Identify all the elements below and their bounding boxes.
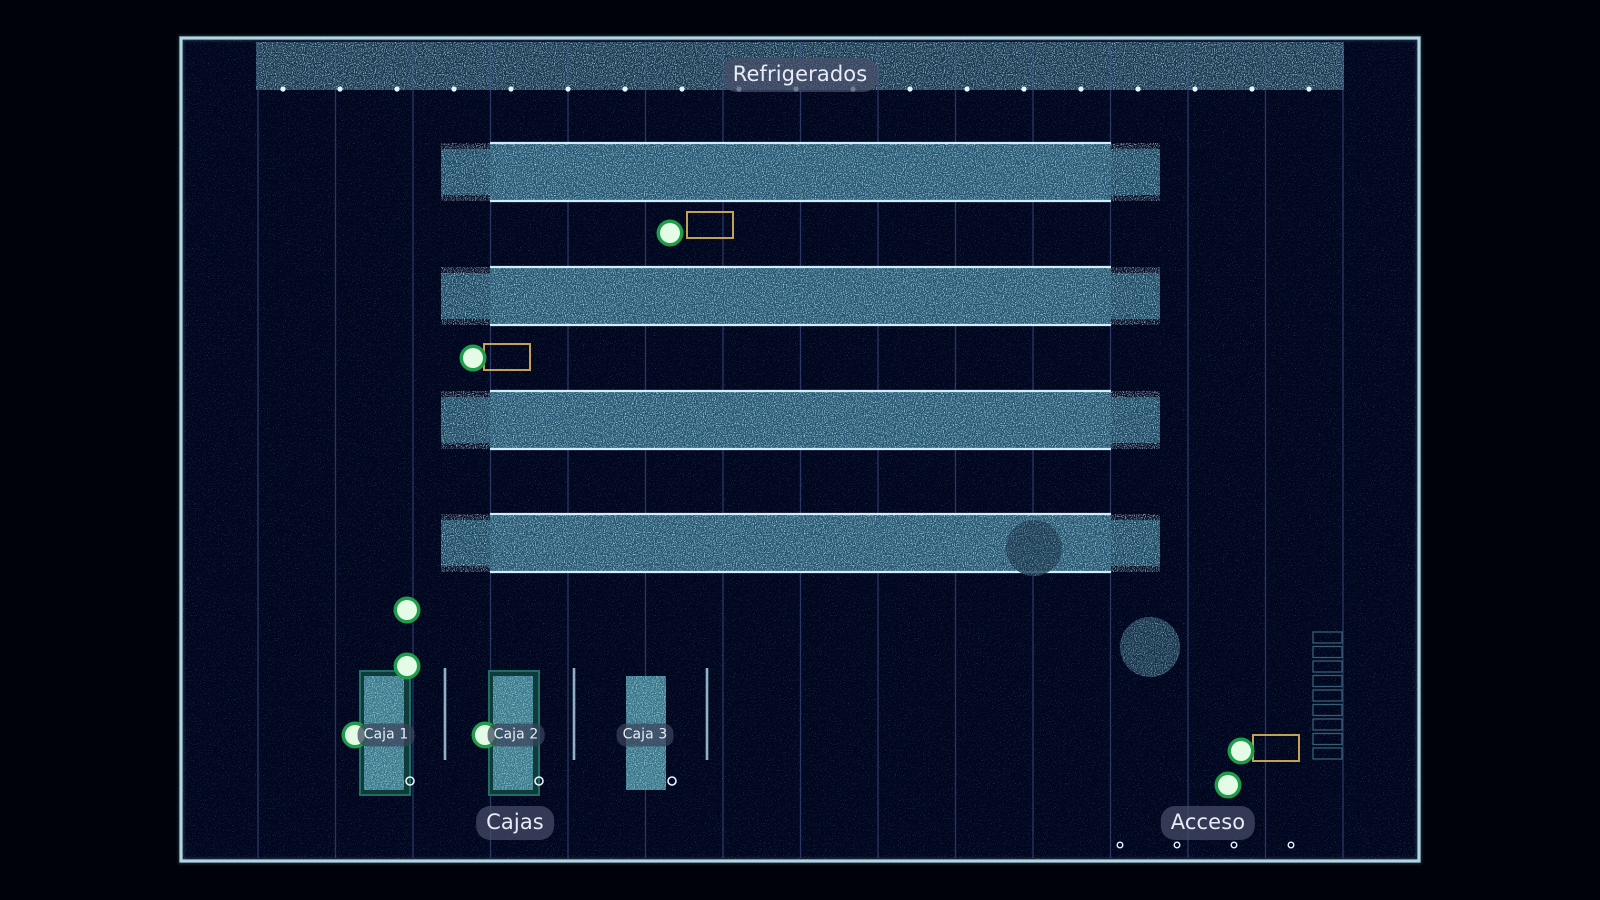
fridge-marker [679, 86, 685, 92]
fridge-marker [1021, 86, 1027, 92]
fridge-marker [1078, 86, 1084, 92]
stacked-cart [1312, 732, 1343, 746]
cart-return-stack [1312, 631, 1343, 760]
shelf-body-speckle [441, 391, 1160, 449]
fridge-marker [1192, 86, 1198, 92]
shopper-body [660, 223, 680, 243]
shoppers [341, 219, 1255, 799]
shopper-body [1231, 741, 1251, 761]
shopper-marker [459, 344, 487, 372]
round-display-stands [1006, 520, 1180, 677]
shopper-body [397, 600, 417, 620]
zone-label-cajas: Cajas [476, 806, 554, 840]
fridge-marker [565, 86, 571, 92]
access-gate-markers [1116, 841, 1295, 849]
checkout-terminal [667, 776, 677, 786]
checkout-label-2: Caja 2 [487, 723, 545, 747]
checkout-terminal [534, 776, 544, 786]
fridge-marker [907, 86, 913, 92]
zone-label-acceso: Acceso [1160, 806, 1256, 840]
zone-label-refrigerados: Refrigerados [722, 58, 878, 92]
round-display-1-speckle [1006, 520, 1062, 576]
fridge-marker [451, 86, 457, 92]
stacked-cart [1312, 660, 1343, 673]
shopper-body [1218, 775, 1238, 795]
fridge-marker [1306, 86, 1312, 92]
checkout-terminal [405, 776, 415, 786]
access-marker [1116, 841, 1124, 849]
access-marker [1173, 841, 1181, 849]
fridge-marker [1135, 86, 1141, 92]
shopper-body [463, 348, 483, 368]
shopper-marker [1214, 771, 1242, 799]
fridge-marker [964, 86, 970, 92]
shopper-marker [393, 652, 421, 680]
shelf-aisle [441, 265, 1160, 327]
stacked-cart [1312, 645, 1343, 659]
shelf-body-speckle [441, 143, 1160, 201]
fridge-marker [337, 86, 343, 92]
fridge-marker [508, 86, 514, 92]
stacked-cart [1312, 703, 1343, 717]
shelf-aisle [441, 141, 1160, 203]
fridge-marker [280, 86, 286, 92]
stacked-cart [1312, 674, 1343, 688]
shopper-marker [393, 596, 421, 624]
fridge-marker [1249, 86, 1255, 92]
shelf-aisle [441, 389, 1160, 451]
fridge-marker [622, 86, 628, 92]
shopper-marker [1227, 737, 1255, 765]
stacked-cart [1312, 631, 1343, 644]
fridge-marker [394, 86, 400, 92]
checkout-label-1: Caja 1 [357, 723, 415, 747]
shopper-marker [656, 219, 684, 247]
stacked-cart [1312, 747, 1343, 760]
store-outer-wall-glow [178, 35, 1422, 864]
access-marker [1230, 841, 1238, 849]
access-marker [1287, 841, 1295, 849]
round-display-2-speckle [1120, 617, 1180, 677]
checkout-label-3: Caja 3 [616, 723, 674, 747]
cart [686, 211, 734, 239]
stacked-cart [1312, 718, 1343, 731]
stacked-cart [1312, 689, 1343, 702]
shelf-body-speckle [441, 267, 1160, 325]
shopper-body [397, 656, 417, 676]
